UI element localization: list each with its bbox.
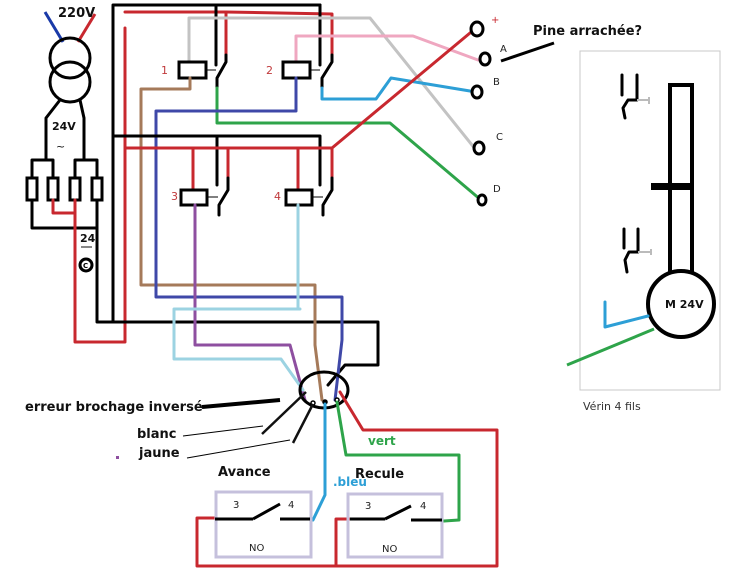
switch-avance-terminal-4: 4	[288, 500, 294, 511]
relay-2-label: 2	[266, 64, 273, 77]
diode-3	[68, 176, 82, 202]
primary-wire-red	[76, 13, 97, 43]
terminal-D	[476, 193, 488, 207]
relay-2-contact	[320, 53, 334, 90]
wire-red-top-bus-right	[224, 10, 334, 57]
switch-recule-lever	[384, 504, 412, 521]
terminal-D-label: D	[493, 184, 501, 195]
pin-question-label: Pine arrachée?	[533, 24, 642, 39]
rectifier-top-right	[73, 158, 99, 180]
jaune-pointer	[186, 439, 291, 459]
relay-1-label: 1	[161, 64, 168, 77]
bridge-rectifier	[25, 158, 104, 230]
wire-cyan-to-B	[320, 76, 478, 101]
rectifier-top-left	[30, 158, 55, 180]
label-220v: 220V	[58, 6, 95, 21]
actuator-frame	[579, 50, 721, 391]
switch-recule	[346, 492, 444, 559]
diode-1	[25, 176, 39, 202]
switch-recule-terminal-3: 3	[365, 501, 371, 512]
switch-recule-title: Recule	[355, 467, 404, 482]
switch-avance-type: NO	[249, 543, 264, 554]
transformer-coil-secondary	[48, 60, 92, 104]
pin-question-pointer	[500, 41, 555, 63]
limit-switch-bottom	[622, 227, 652, 274]
blanc-pointer	[182, 425, 264, 437]
switch-recule-type: NO	[382, 544, 397, 555]
terminal-A	[478, 51, 492, 67]
secondary-lead-left	[44, 98, 62, 162]
motor-wire-green	[566, 327, 655, 367]
transformer-coil-primary	[48, 36, 92, 80]
vert-label: vert	[368, 434, 396, 448]
capacitor-symbol: C	[83, 262, 88, 270]
actuator-caption: Vérin 4 fils	[583, 400, 641, 413]
relay-2-coil	[281, 60, 312, 80]
terminal-block	[469, 20, 492, 207]
motor-label: M 24V	[665, 298, 704, 311]
diode-2	[46, 176, 60, 202]
relay-4-label: 4	[274, 190, 281, 203]
wire-pink	[294, 34, 480, 64]
wire-blanc	[261, 391, 307, 435]
motor-wire-blue	[603, 300, 650, 329]
switch-avance	[214, 490, 313, 559]
transformer	[43, 11, 97, 162]
terminal-C-label: C	[496, 132, 503, 143]
primary-wire-blue	[43, 11, 65, 43]
wire-red-recule-feed	[334, 517, 352, 568]
stray-dot	[116, 456, 119, 459]
rectifier-positive	[51, 198, 77, 215]
switch-avance-title: Avance	[218, 465, 271, 480]
terminal-A-label: A	[500, 44, 507, 55]
wire-purple	[193, 203, 307, 402]
diode-4	[90, 176, 104, 202]
bleu-label: .bleu	[333, 475, 367, 489]
wire-green-to-D	[215, 86, 483, 202]
wire-navy	[154, 76, 344, 402]
wire-bleu	[311, 402, 327, 522]
wire-jaune	[291, 403, 315, 444]
wire-brown	[139, 76, 324, 402]
wiring-error-label: erreur brochage inversé	[25, 400, 203, 415]
relay-3-label: 3	[171, 190, 178, 203]
limit-switch-top	[620, 73, 650, 120]
terminal-plus	[469, 20, 485, 38]
wire-vert	[335, 400, 461, 523]
switch-avance-terminal-3: 3	[233, 500, 239, 511]
blanc-label: blanc	[137, 427, 177, 442]
terminal-C	[472, 140, 486, 156]
rectifier-bottom	[30, 198, 99, 230]
wire-black-mid-bus	[111, 134, 322, 187]
relay-4-coil	[284, 188, 314, 207]
capacitor	[78, 257, 94, 273]
relay-4-contact	[321, 176, 334, 217]
wire-lightblue-loop	[172, 307, 305, 392]
secondary-lead-right	[78, 98, 86, 162]
wire-black-negative-bus	[95, 226, 380, 387]
switch-recule-terminal-4: 4	[420, 501, 426, 512]
actuator-stop	[651, 183, 693, 190]
terminal-B-label: B	[493, 77, 500, 88]
label-24v: 24V	[52, 120, 76, 133]
switch-recule-box	[346, 492, 444, 559]
relay-1-coil	[177, 60, 208, 80]
wire-red-recule-loop	[195, 390, 499, 568]
switch-avance-lever	[252, 502, 281, 521]
terminal-plus-label: +	[491, 15, 499, 26]
wire-red-positive-loop	[73, 26, 127, 344]
wiring-error-pointer	[201, 398, 281, 409]
motor	[646, 269, 716, 339]
actuator-rod	[668, 83, 694, 277]
capacitor-value: 24	[80, 232, 96, 245]
ac-symbol: ~	[56, 140, 65, 153]
terminal-B	[470, 84, 484, 100]
switch-avance-box	[214, 490, 313, 559]
relay-1-contact	[215, 53, 228, 90]
relay-3-contact	[217, 176, 230, 217]
jaune-label: jaune	[138, 446, 180, 461]
relay-3-coil	[179, 188, 209, 207]
